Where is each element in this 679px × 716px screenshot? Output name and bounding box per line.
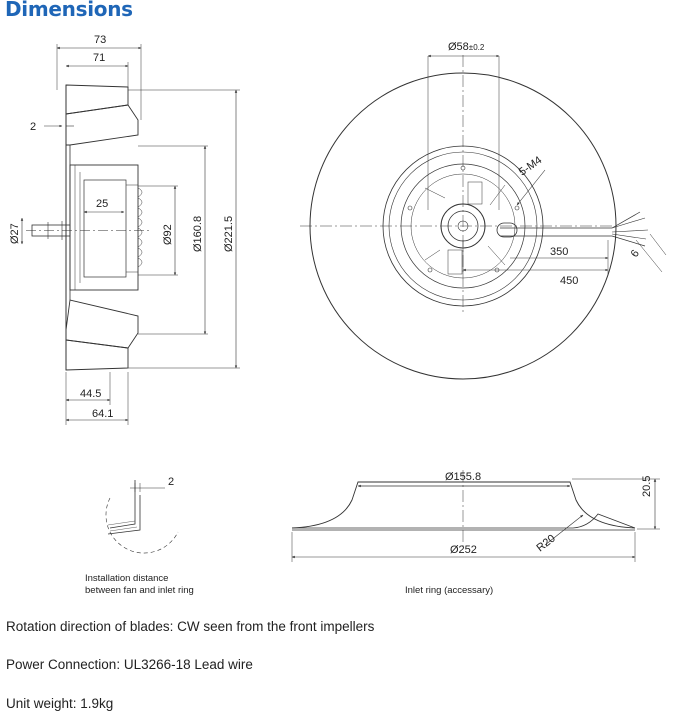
dim-2: 2 — [30, 121, 36, 133]
inlet-ring-text: Ø155.8 Ø252 R20 20.5 Inlet ring (accessa… — [405, 471, 653, 596]
dim-20-5: 20.5 — [641, 476, 653, 497]
dim-impeller-inner-diameter: Ø160.8 — [192, 216, 204, 252]
side-view-dimensions: 73 71 2 25 Ø27 Ø92 Ø160.8 Ø221.5 44.5 64… — [9, 34, 235, 420]
dim-6: 6 — [629, 248, 642, 260]
spec-rotation: Rotation direction of blades: CW seen fr… — [6, 619, 375, 634]
front-view — [300, 54, 667, 380]
dim-71: 71 — [93, 52, 105, 64]
dim-shaft-diameter: Ø27 — [9, 223, 21, 244]
dim-detail-2: 2 — [168, 476, 174, 488]
dim-motor-diameter: Ø92 — [162, 224, 174, 245]
dim-impeller-outer-diameter: Ø221.5 — [223, 216, 235, 252]
detail-caption-line1: Installation distance — [85, 573, 168, 584]
installation-detail-text: 2 Installation distance between fan and … — [85, 476, 194, 596]
dim-73: 73 — [94, 34, 106, 46]
dim-inlet-inner-diameter: Ø155.8 — [445, 471, 481, 483]
inlet-ring-caption: Inlet ring (accessary) — [405, 585, 493, 596]
dim-64-1: 64.1 — [92, 408, 113, 420]
installation-detail — [105, 480, 179, 554]
side-view — [20, 44, 240, 425]
section-heading: Dimensions — [5, 0, 133, 21]
dim-450: 450 — [560, 275, 578, 287]
dim-44-5: 44.5 — [80, 388, 101, 400]
dim-5-m4: 5-M4 — [517, 154, 544, 178]
front-view-dimensions: Ø58±0.2 5-M4 350 450 6 — [448, 41, 642, 287]
dim-350: 350 — [550, 246, 568, 258]
dim-inlet-outer-diameter: Ø252 — [450, 544, 477, 556]
dim-r20: R20 — [534, 532, 557, 554]
detail-caption-line2: between fan and inlet ring — [85, 585, 194, 596]
inlet-ring — [291, 470, 660, 562]
dim-hub-diameter: Ø58±0.2 — [448, 41, 485, 53]
spec-power: Power Connection: UL3266-18 Lead wire — [6, 657, 253, 672]
dim-25: 25 — [96, 198, 108, 210]
spec-weight: Unit weight: 1.9kg — [6, 696, 114, 711]
